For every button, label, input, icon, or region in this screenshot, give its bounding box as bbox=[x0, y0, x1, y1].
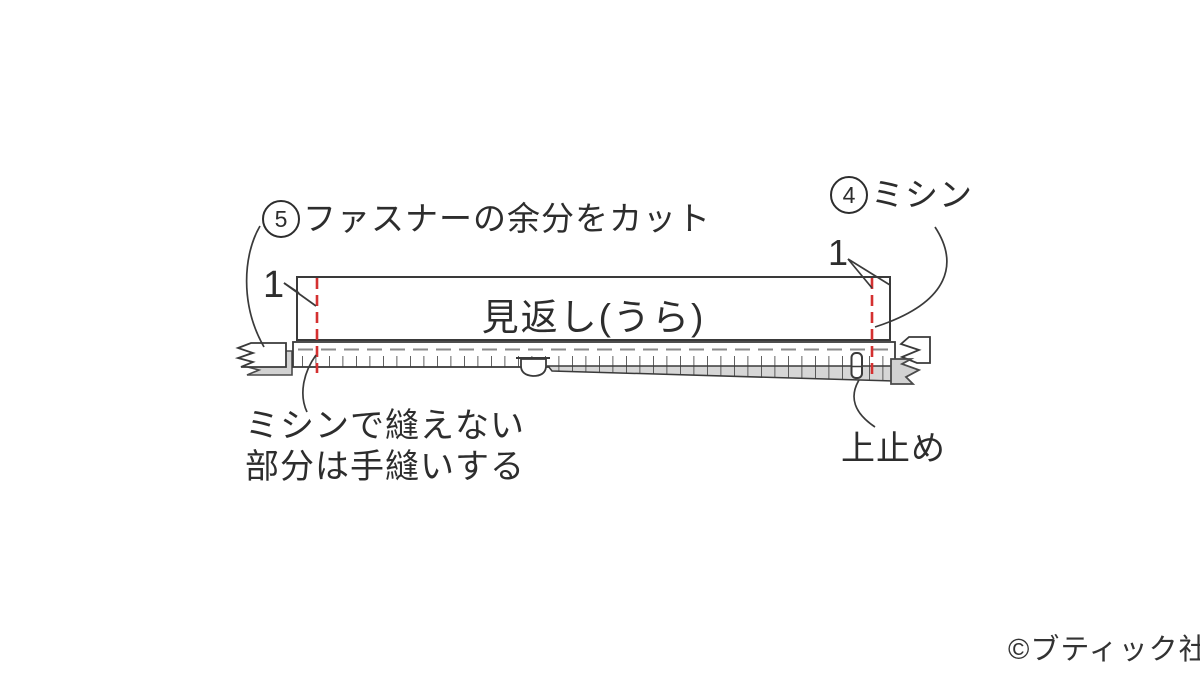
step4-circled-number: 4 bbox=[830, 176, 868, 214]
leader-seam-right-b bbox=[847, 258, 891, 286]
right-cut-end-upper bbox=[899, 336, 931, 364]
zipper-teeth bbox=[300, 356, 888, 367]
leader-handsew-note bbox=[302, 354, 317, 413]
step4-label: 4 ミシン bbox=[830, 176, 973, 214]
step5-text: ファスナーの余分をカット bbox=[303, 200, 711, 238]
seam-allowance-left-value: 1 bbox=[263, 264, 285, 306]
seam-allowance-right-value: 1 bbox=[828, 232, 849, 273]
leader-top-stop bbox=[853, 379, 876, 428]
step5-circled-number: 5 bbox=[262, 200, 300, 238]
leader-step4 bbox=[874, 226, 948, 328]
top-stop-label: 上止め bbox=[841, 430, 946, 468]
left-cut-end-piece bbox=[234, 342, 287, 368]
top-stop-pill bbox=[850, 352, 863, 379]
step5-label: 5 ファスナーの余分をカット bbox=[262, 200, 711, 238]
handsew-note: ミシンで縫えない 部分は手縫いする bbox=[245, 406, 525, 488]
copyright-notice: ©ブティック社 bbox=[1008, 634, 1200, 666]
right-cut-end-lower bbox=[890, 358, 922, 385]
leader-seam-right-a bbox=[847, 258, 873, 289]
handsew-note-line1: ミシンで縫えない bbox=[245, 407, 525, 445]
leader-step5 bbox=[245, 225, 265, 348]
leader-seam-left-b bbox=[283, 282, 317, 307]
step4-text: ミシン bbox=[871, 176, 973, 214]
zipper-wedge-teeth bbox=[548, 366, 893, 381]
zipper-slider bbox=[520, 358, 547, 377]
handsew-note-line2: 部分は手縫いする bbox=[245, 448, 525, 486]
facing-label: 見返し(うら) bbox=[481, 297, 706, 338]
facing-rect bbox=[296, 276, 891, 341]
